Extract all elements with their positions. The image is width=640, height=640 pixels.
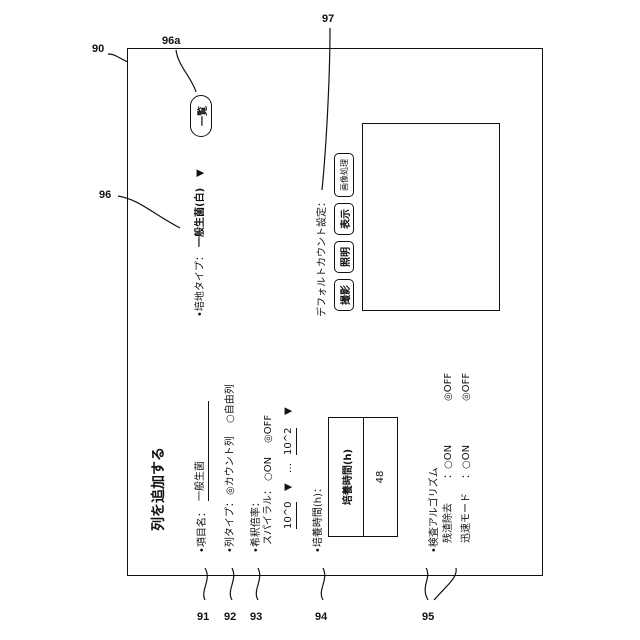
ref-91: 91 [197,612,209,623]
lighting-button[interactable]: 照明 [334,241,354,273]
algorithm-label: •検査アルゴリズム [430,467,440,553]
spiral-on-radio[interactable]: ○ON [264,457,274,481]
ref-92: 92 [224,612,236,623]
residue-removal-sep: ： [444,469,454,479]
medium-type-select[interactable]: 一般生菌(白) [196,188,206,247]
culture-time-label: •培養時間(h)： [314,483,324,553]
list-button[interactable]: 一覧 [190,95,212,137]
range-from-arrow-icon[interactable]: ▼ [284,483,294,491]
item-name-label: •項目名： [198,507,208,553]
range-from-select[interactable]: 10^0 [284,502,297,529]
range-to-arrow-icon[interactable]: ▼ [284,407,294,415]
leader-90 [108,54,128,62]
ref-97: 97 [322,14,334,25]
quick-mode-sep: ： [462,469,472,479]
column-type-label: •列タイプ： [226,497,236,553]
capture-button[interactable]: 撮影 [334,279,354,311]
ref-94: 94 [315,612,327,623]
preview-area [362,123,500,311]
residue-removal-off-radio[interactable]: ◎OFF [444,373,454,401]
spiral-off-radio[interactable]: ◎OFF [264,415,274,443]
ref-95: 95 [422,612,434,623]
residue-removal-label: 残渣除去 [444,503,454,543]
ref-96: 96 [99,190,111,201]
magnification-label: •希釈倍率： [252,497,262,553]
residue-removal-on-radio[interactable]: ○ON [444,445,454,469]
item-name-field[interactable]: 一般生菌 [196,401,209,501]
quick-mode-on-radio[interactable]: ○ON [462,445,472,469]
spiral-label: スパイラル： [264,485,274,545]
default-count-label: デフォルトカウント設定： [318,197,328,317]
ref-93: 93 [250,612,262,623]
range-to-select[interactable]: 10^2 [284,428,297,455]
column-type-count-radio[interactable]: ◎カウント列 [226,436,236,495]
culture-time-table: 培養時間(h) 48 [328,417,398,537]
screen-title: 列を追加する [152,447,166,531]
culture-time-table-value[interactable]: 48 [363,418,397,536]
display-button[interactable]: 表示 [334,203,354,235]
column-type-free-radio[interactable]: ○自由列 [226,384,236,423]
quick-mode-off-radio[interactable]: ◎OFF [462,373,472,401]
add-column-screen: 列を追加する 一覧 •項目名： 一般生菌 •列タイプ： ◎カウント列 ○自由列 … [130,45,546,573]
medium-type-label: •培地タイプ： [196,251,206,317]
range-separator: … [284,463,294,473]
quick-mode-label: 迅速モード [462,493,472,543]
ref-90: 90 [92,44,104,55]
medium-type-arrow-icon[interactable]: ▼ [196,169,206,177]
culture-time-table-header: 培養時間(h) [329,418,364,536]
image-processing-button[interactable]: 画像処理 [334,153,354,197]
